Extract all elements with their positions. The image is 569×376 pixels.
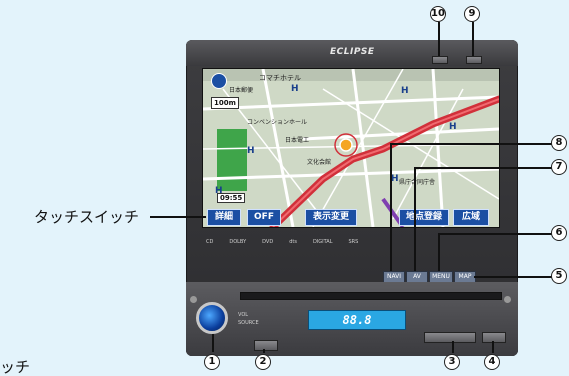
touch-switch-label: タッチスイッチ	[34, 208, 140, 226]
device-top-bar	[186, 40, 518, 66]
leader-line-9	[472, 22, 474, 56]
svg-text:H: H	[401, 86, 409, 96]
screw-icon	[504, 296, 511, 303]
svg-text:H: H	[391, 174, 399, 184]
button-3[interactable]	[424, 332, 476, 343]
landmark-label: 文化会館	[307, 159, 332, 166]
landmark-label: コンベンションホール	[247, 119, 308, 126]
callout-10: 10	[430, 6, 446, 22]
landmark-label: コマチホテル	[259, 74, 301, 82]
volume-knob[interactable]	[196, 302, 228, 334]
display-change-button[interactable]: 表示変更	[305, 209, 357, 226]
cd-logo: CD	[206, 239, 214, 245]
leader-line-7v	[414, 167, 416, 271]
callout-5: 5	[551, 268, 567, 284]
leader-line-6	[438, 233, 558, 235]
map-scale: 100m	[211, 97, 239, 109]
callout-1: 1	[204, 354, 220, 370]
svg-text:H: H	[449, 122, 457, 132]
disc-slot	[240, 292, 502, 300]
landmark-label: 日本電工	[285, 137, 310, 144]
dolby-logo: DOLBY	[229, 239, 247, 245]
dvd-logo: DVD	[262, 239, 274, 245]
callout-7: 7	[551, 159, 567, 175]
tilt-button-9[interactable]	[466, 56, 482, 64]
callout-6: 6	[551, 225, 567, 241]
leader-line-5	[474, 276, 558, 278]
clock-display: 09:55	[217, 193, 246, 203]
compass-icon[interactable]	[211, 73, 227, 89]
button-2[interactable]	[254, 340, 278, 351]
leader-line-2	[263, 349, 265, 353]
srs-logo: SRS	[348, 239, 359, 245]
leader-line-7	[414, 167, 558, 169]
button-4[interactable]	[482, 332, 506, 343]
tilt-button-10[interactable]	[432, 56, 448, 64]
leader-line-4	[492, 341, 494, 353]
callout-8: 8	[551, 135, 567, 151]
register-button[interactable]: 地点登録	[399, 209, 449, 226]
callout-9: 9	[464, 6, 480, 22]
callout-4: 4	[484, 354, 500, 370]
callout-2: 2	[255, 354, 271, 370]
leader-line-10	[438, 22, 440, 56]
leader-line-3	[452, 341, 454, 353]
cut-off-label: ッチ	[0, 358, 31, 376]
dts-logo: dts	[289, 239, 297, 245]
digital-logo: DIGITAL	[312, 239, 333, 245]
screw-icon	[190, 296, 197, 303]
svg-text:H: H	[215, 186, 223, 196]
vol-label: VOL	[238, 312, 249, 318]
landmark-label: 日本郵便	[229, 87, 254, 94]
svg-text:H: H	[247, 146, 255, 156]
leader-line-8v	[390, 143, 392, 271]
landmark-label: 県庁合同庁舎	[399, 179, 436, 186]
logo-strip: CD DOLBY DVD dts DIGITAL SRS	[202, 234, 502, 250]
detail-button[interactable]: 詳細	[207, 209, 241, 226]
brand-logo: ECLIPSE	[330, 47, 375, 57]
lcd-display: 88.8	[308, 310, 406, 330]
wide-button[interactable]: 広域	[453, 209, 489, 226]
off-button[interactable]: OFF	[247, 209, 281, 226]
svg-text:H: H	[291, 84, 299, 94]
leader-line-1	[212, 334, 214, 352]
leader-line-8	[390, 143, 558, 145]
leader-line-6v	[438, 233, 440, 271]
leader-line-touch	[150, 216, 206, 218]
callout-3: 3	[444, 354, 460, 370]
source-label: SOURCE	[238, 320, 259, 326]
